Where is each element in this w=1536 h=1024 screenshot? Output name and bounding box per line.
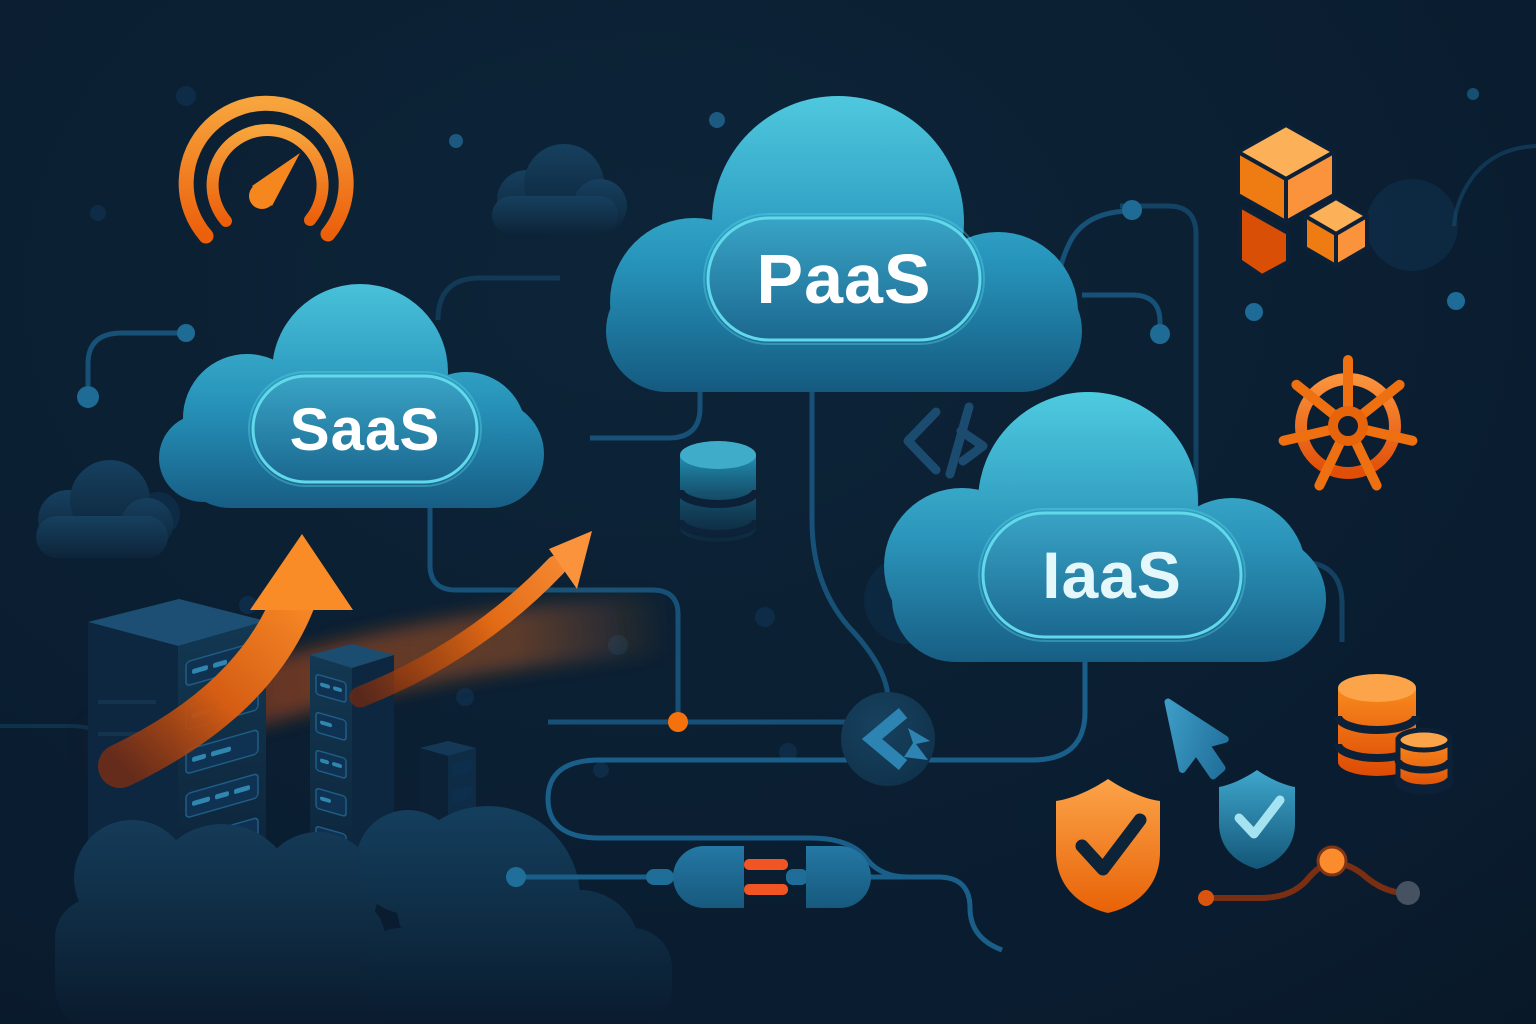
- trace-junction-dot-orange: [668, 712, 688, 732]
- commit-dot-small-orange: [1198, 890, 1214, 906]
- shield-check-icon-orange: [1056, 779, 1160, 913]
- bokeh-dot: [755, 607, 775, 627]
- trace-node-dots: [77, 200, 1170, 408]
- plug-left-stem: [646, 869, 674, 885]
- bottom-cloud-left: [55, 820, 385, 1024]
- db-band: [676, 489, 760, 508]
- code-brackets-icon: [903, 402, 988, 479]
- db-top: [680, 441, 756, 469]
- small-cube-right-face: [1334, 214, 1369, 268]
- kubernetes-wheel-icon: [1278, 355, 1418, 491]
- speedometer-hub: [249, 183, 275, 209]
- saas-badge: [251, 374, 479, 484]
- iaas-badge-glow: [978, 508, 1246, 642]
- shield-blue-body: [1219, 770, 1295, 869]
- saas-cloud: SaaS: [159, 284, 544, 508]
- plug-right-body: [806, 846, 871, 908]
- blue-dot: [1245, 303, 1263, 321]
- growth-arrow-icons: [98, 531, 592, 788]
- speedometer-inner-arc: [206, 124, 329, 227]
- bokeh-dot: [593, 762, 609, 778]
- database-icon-blue: [676, 441, 760, 542]
- bokeh-dot: [176, 86, 196, 106]
- trace-line: [85, 330, 186, 386]
- badge-glyph: [904, 728, 930, 760]
- trace-line: [427, 505, 681, 726]
- commit-dot-gray: [1396, 881, 1420, 905]
- db-body: [680, 455, 756, 542]
- wheel-spokes: [1278, 355, 1418, 491]
- blue-dot: [1467, 88, 1479, 100]
- cursor-shape: [1164, 698, 1229, 780]
- badge-chevron: [861, 708, 908, 770]
- cable-end-dot: [506, 867, 526, 887]
- plug-left-body: [673, 846, 744, 908]
- saas-label: SaaS: [290, 396, 441, 463]
- bokeh-dot: [90, 205, 106, 221]
- trace-dot: [1122, 200, 1142, 220]
- iaas-badge: [981, 511, 1243, 639]
- paas-label: PaaS: [756, 240, 931, 318]
- power-plug-icons: [646, 846, 871, 908]
- paas-badge-glow: [703, 213, 985, 345]
- cursor-arrow-icon: [1164, 698, 1229, 780]
- iaas-cloud: IaaS: [884, 392, 1326, 662]
- shield-orange-body: [1056, 779, 1160, 913]
- bokeh-dot: [456, 688, 474, 706]
- bracket-left: [903, 407, 941, 475]
- db-orange-band: [1334, 715, 1420, 734]
- bokeh-circle: [1366, 179, 1458, 271]
- shield-check-icon-blue: [1219, 770, 1295, 869]
- trace-line: [590, 386, 703, 441]
- plug-prong-bottom: [744, 884, 788, 895]
- blue-dot: [1447, 292, 1465, 310]
- growth-arrow-large-head: [250, 534, 353, 610]
- wheel-hub: [1328, 406, 1368, 446]
- shield-blue-check: [1234, 795, 1285, 839]
- plug-right-stem: [786, 869, 808, 885]
- blue-dot: [709, 112, 725, 128]
- shield-orange-check: [1075, 813, 1147, 876]
- growth-arrow-small-body: [349, 555, 567, 708]
- growth-arrow-small-head: [549, 531, 592, 589]
- trace-line: [809, 388, 891, 701]
- trace-line: [1452, 144, 1536, 227]
- commit-path-line: [1206, 858, 1407, 901]
- speedometer-icon: [178, 95, 354, 244]
- trace-line: [435, 275, 560, 321]
- growth-arrow-large-body: [98, 572, 318, 788]
- blue-dot: [449, 134, 463, 148]
- paas-badge: [706, 216, 982, 342]
- commit-dot-orange: [1316, 845, 1348, 877]
- code-chevron-badge-icon: [841, 692, 935, 786]
- paas-cloud: PaaS: [606, 96, 1082, 392]
- cubes-icon: [1236, 123, 1369, 278]
- speedometer-outer-arc: [178, 95, 354, 244]
- trace-dot: [177, 324, 195, 342]
- db-orange-top: [1338, 674, 1416, 702]
- background-blue-dots: [449, 88, 1479, 321]
- commit-path-dots: [1198, 845, 1420, 906]
- bokeh-dot: [779, 743, 797, 761]
- bracket-right: [956, 426, 988, 466]
- cube-right-face: [1284, 150, 1336, 224]
- plug-prong-top: [744, 859, 788, 870]
- db-orange-small: [1394, 727, 1454, 795]
- background-cloud-left: [36, 460, 173, 558]
- iaas-label: IaaS: [1042, 538, 1182, 612]
- trace-dot: [77, 386, 99, 408]
- trace-line: [1082, 292, 1163, 333]
- db-band: [676, 519, 760, 538]
- cube-lower-face: [1238, 204, 1290, 278]
- bottom-cloud-center: [356, 806, 672, 1024]
- saas-badge-glow: [248, 371, 482, 487]
- bracket-slash: [945, 402, 974, 479]
- badge-circle: [841, 692, 935, 786]
- database-icon-orange: [1334, 674, 1454, 795]
- trace-dot: [1150, 324, 1170, 344]
- background-cloud-top-center: [492, 144, 627, 234]
